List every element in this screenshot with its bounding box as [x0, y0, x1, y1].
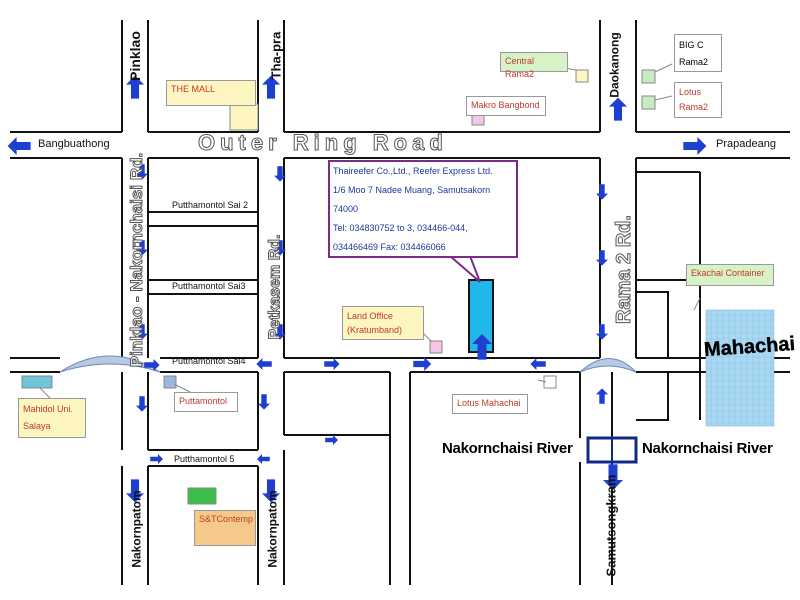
- outer-ring-road-label: Outer Ring Road: [198, 130, 448, 156]
- bigc-text-1: BIG C: [679, 40, 704, 50]
- puttamontol-text: Puttamontol: [179, 396, 228, 406]
- putthamontol-sai3-label: Putthamontol Sai3: [172, 281, 246, 291]
- makro-callout: Makro Bangbond: [466, 96, 546, 116]
- land-office-text-1: Land Office: [347, 311, 393, 321]
- mahidol-callout: Mahidol Uni. Salaya: [18, 398, 86, 438]
- mahidol-marker: [21, 375, 53, 389]
- mahidol-text-1: Mahidol Uni.: [23, 404, 74, 414]
- direction-arrow-down: [136, 240, 148, 256]
- lotus-rama2-callout: Lotus Rama2: [674, 82, 722, 118]
- pinklao-nakornchaisi-road-label: Pinklao - Nakornchaisi Rd.: [127, 152, 147, 368]
- direction-arrow-up: [126, 75, 144, 99]
- direction-arrows: [7, 75, 707, 503]
- land-office-callout: Land Office (Kratumband): [342, 306, 424, 340]
- direction-arrow-down: [274, 166, 286, 182]
- direction-arrow-left: [257, 454, 270, 464]
- direction-arrow-down: [136, 324, 148, 340]
- direction-arrow-down: [596, 184, 608, 200]
- company-name: Thaireefer Co.,Ltd., Reefer Express Ltd.: [333, 166, 493, 176]
- direction-arrow-down: [262, 479, 280, 503]
- nakornpatom-left-label: Nakornpatom: [129, 490, 144, 568]
- direction-arrow-left: [256, 358, 272, 370]
- bridge-east: [579, 358, 637, 373]
- direction-arrow-right: [144, 359, 160, 371]
- the-mall-text: THE MALL: [171, 84, 216, 94]
- company-callout-tail: [447, 255, 481, 283]
- lotus-rama2-text-2: Rama2: [679, 102, 709, 112]
- mahachai-area: [705, 309, 775, 427]
- direction-arrow-up: [609, 97, 627, 121]
- direction-arrow-down: [596, 324, 608, 340]
- company-tel: Tel: 034830752 to 3, 034466-044,: [333, 223, 468, 233]
- bigc-text-2: Rama2: [679, 57, 709, 67]
- direction-arrow-down: [136, 164, 148, 180]
- lotus-mahachai-text: Lotus Mahachai: [457, 398, 521, 408]
- direction-arrow-right: [324, 358, 340, 370]
- direction-arrow-down: [258, 394, 270, 410]
- company-info-box: Thaireefer Co.,Ltd., Reefer Express Ltd.…: [328, 160, 518, 258]
- mahidol-text-2: Salaya: [23, 421, 51, 431]
- direction-arrow-right: [150, 454, 163, 464]
- direction-arrow-down: [126, 479, 144, 503]
- ekachai-text: Ekachai Container: [691, 268, 765, 278]
- company-address-1: 1/6 Moo 7 Nadee Muang, Samutsakorn: [333, 185, 491, 195]
- direction-arrow-right: [683, 137, 707, 155]
- samutsongkram-label: Samutsongkram: [603, 474, 619, 577]
- land-office-text-2: (Kratumband): [347, 325, 403, 335]
- nakornpatom-right-label: Nakornpatom: [265, 490, 280, 568]
- direction-arrow-left: [7, 137, 31, 155]
- tha-pra-label: Tha-pra: [268, 31, 284, 80]
- lotus-rama2-marker: [641, 95, 656, 110]
- direction-arrow-right: [325, 435, 338, 445]
- daokanong-label: Daokanong: [607, 32, 622, 98]
- direction-arrow-down: [274, 240, 286, 256]
- direction-arrow-up: [262, 75, 280, 99]
- putthamontol-sai2-label: Putthamontol Sai 2: [172, 200, 249, 210]
- st-contemp-marker: [187, 487, 217, 505]
- st-contemp-callout: S&TContemp: [194, 510, 256, 546]
- company-address-2: 74000: [333, 204, 359, 214]
- bangbuathong-label: Bangbuathong: [38, 138, 110, 150]
- makro-text: Makro Bangbond: [471, 100, 540, 110]
- direction-arrow-down: [603, 464, 623, 490]
- puttamontol-marker: [163, 375, 177, 389]
- rama2-road-label: Rama 2 Rd.: [612, 215, 635, 325]
- puttamontol-callout: Puttamontol: [174, 392, 238, 412]
- central-rama2-text: Central Rama2: [505, 56, 535, 79]
- putthamontol-5-label: Putthamontol 5: [174, 454, 235, 464]
- road-lines: [10, 20, 790, 585]
- bridge-west: [59, 355, 161, 373]
- prapadeang-label: Prapadeang: [716, 138, 776, 150]
- nakornchaisi-river-right: Nakornchaisi River: [642, 440, 773, 457]
- the-mall-callout: THE MALL: [166, 80, 256, 106]
- direction-arrow-up: [472, 334, 492, 360]
- company-fax: 034466469 Fax: 034466066: [333, 242, 446, 252]
- land-office-marker: [429, 340, 443, 354]
- direction-arrow-down: [596, 250, 608, 266]
- bigc-marker: [641, 69, 656, 84]
- direction-arrow-down: [274, 324, 286, 340]
- central-rama2-callout: Central Rama2: [500, 52, 568, 79]
- lotus-mahachai-callout: Lotus Mahachai: [452, 394, 528, 414]
- direction-arrow-up: [596, 388, 608, 404]
- central-rama2-marker: [575, 69, 589, 83]
- bigc-callout: BIG C Rama2: [674, 34, 722, 72]
- nakornchaisi-river-left: Nakornchaisi River: [442, 440, 573, 457]
- direction-arrow-left: [530, 358, 546, 370]
- direction-arrow-right: [413, 357, 432, 371]
- pinklao-label: Pinklao: [126, 31, 143, 81]
- petkasem-road-label: Petkasem Rd.: [266, 234, 284, 340]
- direction-arrow-down: [136, 396, 148, 412]
- putthamontol-sai4-label: Putthamontol Sai4: [172, 356, 246, 366]
- the-mall-marker: [229, 103, 259, 131]
- ekachai-callout: Ekachai Container: [686, 264, 774, 286]
- st-contemp-text: S&TContemp: [199, 514, 254, 524]
- lotus-rama2-text-1: Lotus: [679, 87, 702, 97]
